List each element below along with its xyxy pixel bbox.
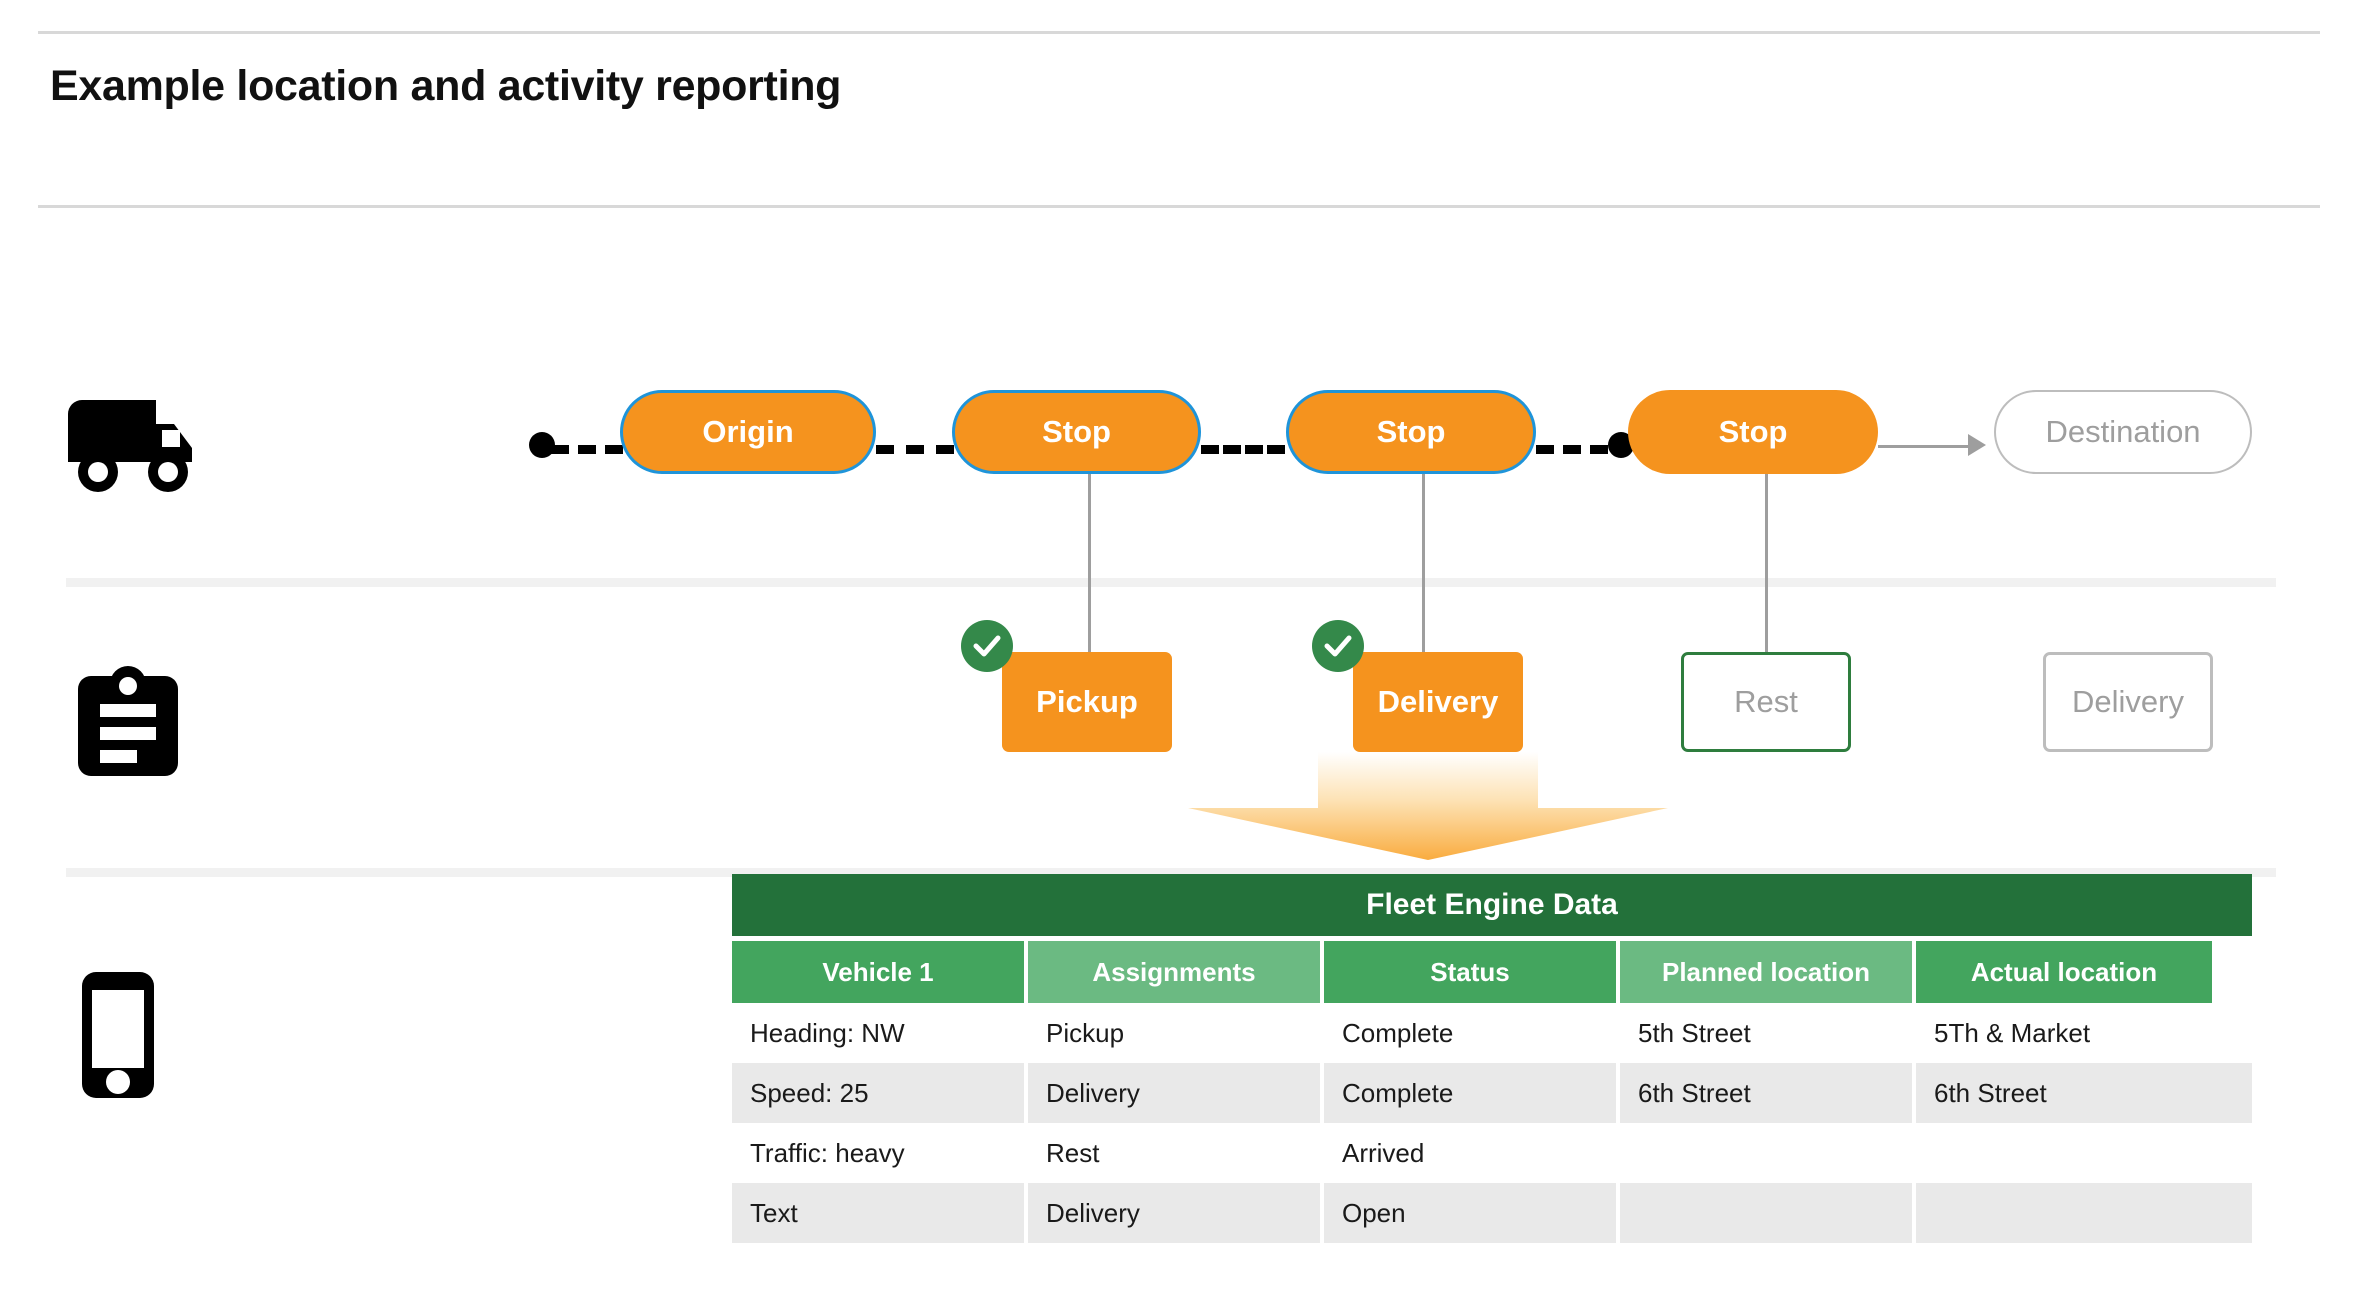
- table-row[interactable]: Traffic: heavy Rest Arrived: [732, 1123, 2252, 1183]
- activity-card-label: Rest: [1734, 684, 1798, 719]
- table-column-header-vehicle[interactable]: Vehicle 1: [732, 941, 1028, 1003]
- route-arrow-head-icon: [1968, 434, 1986, 456]
- table-row[interactable]: Text Delivery Open: [732, 1183, 2252, 1243]
- table-cell: Heading: NW: [732, 1003, 1028, 1063]
- activity-complete-check-icon: [961, 620, 1013, 672]
- connector-stop2-delivery: [1422, 474, 1425, 654]
- row-divider-activity-device: [66, 868, 2276, 877]
- row-divider-vehicle-activity: [66, 578, 2276, 587]
- truck-icon: [68, 400, 218, 505]
- route-node-destination[interactable]: Destination: [1994, 390, 2252, 474]
- table-title-gap: [732, 936, 2252, 941]
- clipboard-icon: [68, 662, 188, 787]
- route-dash-3: [1536, 445, 1608, 454]
- route-node-label: Stop: [1042, 414, 1111, 449]
- activity-card-label: Delivery: [1377, 684, 1499, 719]
- route-node-stop-2[interactable]: Stop: [1286, 390, 1536, 474]
- table-cell: Open: [1324, 1183, 1620, 1243]
- activity-complete-check-icon: [1312, 620, 1364, 672]
- activity-card-label: Pickup: [1036, 684, 1138, 719]
- activity-card-pickup[interactable]: Pickup: [1002, 652, 1172, 752]
- table-cell: 6th Street: [1934, 1077, 2047, 1108]
- table-cell: Delivery: [1028, 1063, 1324, 1123]
- table-cell: [1916, 1123, 2212, 1183]
- table-row[interactable]: Speed: 25 Delivery Complete 6th Street 6…: [732, 1063, 2252, 1123]
- table-cell: [1620, 1123, 1916, 1183]
- table-cell: Text: [732, 1183, 1028, 1243]
- activity-card-delivery-1[interactable]: Delivery: [1353, 652, 1523, 752]
- route-node-label: Stop: [1718, 414, 1788, 449]
- table-header-row: Vehicle 1 Assignments Status Planned loc…: [732, 941, 2252, 1003]
- table-cell: 6th Street: [1620, 1063, 1916, 1123]
- route-dash-1: [876, 445, 954, 454]
- table-cell: 5th Street: [1620, 1003, 1916, 1063]
- route-node-origin[interactable]: Origin: [620, 390, 876, 474]
- table-cell: 5Th & Market: [1934, 1017, 2091, 1048]
- phone-icon: [68, 970, 168, 1105]
- table-cell: Arrived: [1324, 1123, 1620, 1183]
- fleet-engine-table: Fleet Engine Data Vehicle 1 Assignments …: [732, 874, 2252, 1243]
- route-dash-2: [1201, 445, 1285, 454]
- table-cell: [1620, 1183, 1916, 1243]
- table-cell: Pickup: [1028, 1003, 1324, 1063]
- table-cell: [1916, 1183, 2212, 1243]
- table-column-header-actual-location[interactable]: Actual location: [1916, 941, 2212, 1003]
- table-cell: Complete: [1324, 1063, 1620, 1123]
- route-node-stop-1[interactable]: Stop: [952, 390, 1201, 474]
- route-node-label: Origin: [702, 414, 794, 449]
- table-column-header-assignments[interactable]: Assignments: [1028, 941, 1324, 1003]
- table-column-header-status[interactable]: Status: [1324, 941, 1620, 1003]
- header-rule-bottom: [38, 205, 2320, 208]
- table-cell: Complete: [1324, 1003, 1620, 1063]
- route-node-stop-3[interactable]: Stop: [1628, 390, 1878, 474]
- table-cell: Speed: 25: [732, 1063, 1028, 1123]
- table-row[interactable]: Heading: NW Pickup Complete 5th Street 5…: [732, 1003, 2252, 1063]
- data-flow-arrow-icon: [1168, 752, 1688, 862]
- activity-card-label: Delivery: [2072, 684, 2184, 719]
- table-column-header-planned-location[interactable]: Planned location: [1620, 941, 1916, 1003]
- activity-card-rest[interactable]: Rest: [1681, 652, 1851, 752]
- page-title: Example location and activity reporting: [50, 62, 842, 110]
- table-cell: Delivery: [1028, 1183, 1324, 1243]
- connector-stop3-rest: [1765, 474, 1768, 654]
- table-cell: Rest: [1028, 1123, 1324, 1183]
- table-title: Fleet Engine Data: [732, 874, 2252, 936]
- route-start-dot: [529, 432, 555, 458]
- table-cell: Traffic: heavy: [732, 1123, 1028, 1183]
- connector-stop1-pickup: [1088, 474, 1091, 654]
- activity-card-delivery-2[interactable]: Delivery: [2043, 652, 2213, 752]
- route-node-label: Destination: [2045, 414, 2201, 449]
- route-node-label: Stop: [1376, 414, 1446, 449]
- route-dash-0: [551, 445, 623, 454]
- route-arrow-line: [1878, 445, 1970, 448]
- header-rule-top: [38, 31, 2320, 34]
